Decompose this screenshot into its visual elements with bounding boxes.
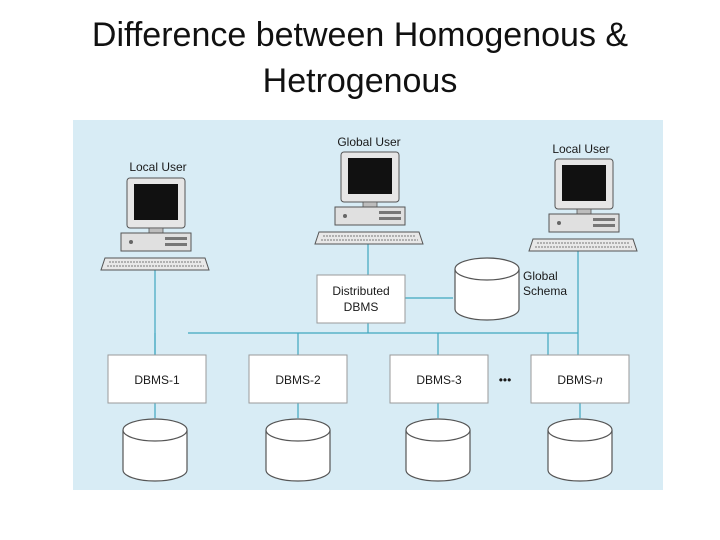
ellipsis-dots: ••• xyxy=(499,373,512,387)
title-line-2: Hetrogenous xyxy=(262,62,458,100)
dbms-node-2-label: DBMS-2 xyxy=(275,373,321,387)
dbms-node-1: DBMS-1 xyxy=(107,354,207,404)
dbms-node-1-label: DBMS-1 xyxy=(134,373,180,387)
title-line-1: Difference between Homogenous & xyxy=(91,16,629,54)
dbms-node-2: DBMS-2 xyxy=(248,354,348,404)
dbms-node-n-label: DBMS-n xyxy=(557,373,603,387)
dbms-node-n-prefix: DBMS- xyxy=(557,373,596,387)
distributed-dbms-diagram: Local User Global User Local User Distri… xyxy=(73,120,663,490)
database-1-icon xyxy=(122,418,188,482)
dbms-node-3-label: DBMS-3 xyxy=(416,373,462,387)
connection-lines xyxy=(154,240,581,418)
dbms-node-n-suffix: n xyxy=(596,373,603,387)
distributed-dbms-box: Distributed DBMS xyxy=(316,274,406,324)
local-user-right-computer-icon xyxy=(528,158,638,252)
global-user-label: Global User xyxy=(337,135,400,149)
local-user-right-label: Local User xyxy=(552,142,609,156)
dbms-node-3: DBMS-3 xyxy=(389,354,489,404)
global-user-computer-icon xyxy=(314,151,424,245)
diagram-canvas: Local User Global User Local User Distri… xyxy=(100,135,638,482)
database-n-icon xyxy=(547,418,613,482)
database-2-icon xyxy=(265,418,331,482)
database-3-icon xyxy=(405,418,471,482)
local-user-left-computer-icon xyxy=(100,177,210,271)
global-schema-database-icon xyxy=(454,257,520,321)
global-schema-line1: Global xyxy=(523,269,558,283)
global-schema-line2: Schema xyxy=(523,284,567,298)
dbms-node-n: DBMS-n xyxy=(530,354,630,404)
local-user-left-label: Local User xyxy=(129,160,186,174)
slide-title: Difference between Homogenous & Hetrogen… xyxy=(0,12,720,104)
distributed-dbms-line2: DBMS xyxy=(344,300,379,314)
distributed-dbms-line1: Distributed xyxy=(332,284,389,298)
